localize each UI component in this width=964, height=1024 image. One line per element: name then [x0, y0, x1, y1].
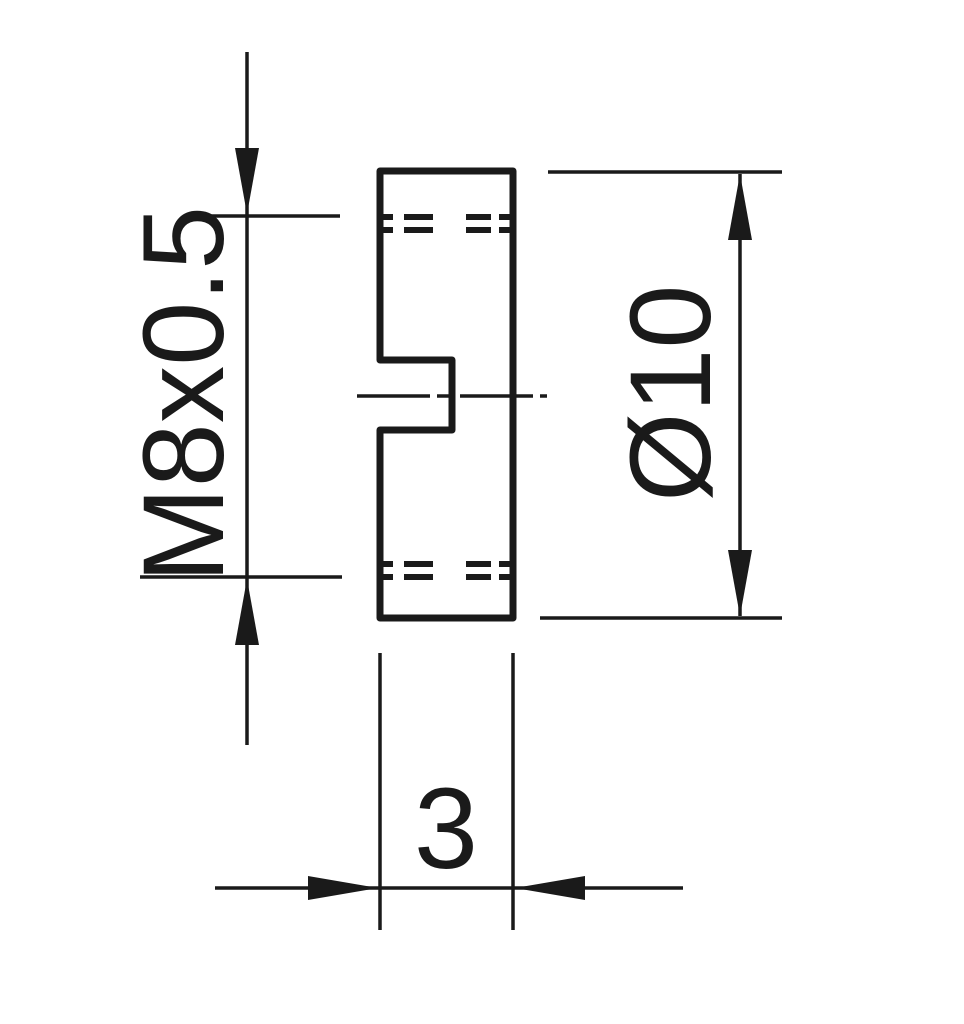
- thickness-dimension-label: 3: [414, 765, 478, 893]
- part-outline: [376, 167, 517, 622]
- thickness-arrowhead-left: [515, 876, 585, 900]
- diameter-arrowhead-up: [728, 174, 752, 240]
- thread-arrowhead-up: [235, 579, 259, 645]
- dimension-thread: M8x0.5: [120, 52, 342, 745]
- diameter-dimension-label: Ø10: [607, 285, 735, 502]
- part-view: [357, 167, 547, 622]
- thread-arrowhead-down: [235, 148, 259, 214]
- thickness-arrowhead-right: [308, 876, 378, 900]
- dimension-outer-diameter: Ø10: [540, 170, 782, 620]
- dimension-thickness: 3: [215, 653, 683, 930]
- thread-dimension-label: M8x0.5: [120, 206, 248, 583]
- diameter-arrowhead-down: [728, 550, 752, 616]
